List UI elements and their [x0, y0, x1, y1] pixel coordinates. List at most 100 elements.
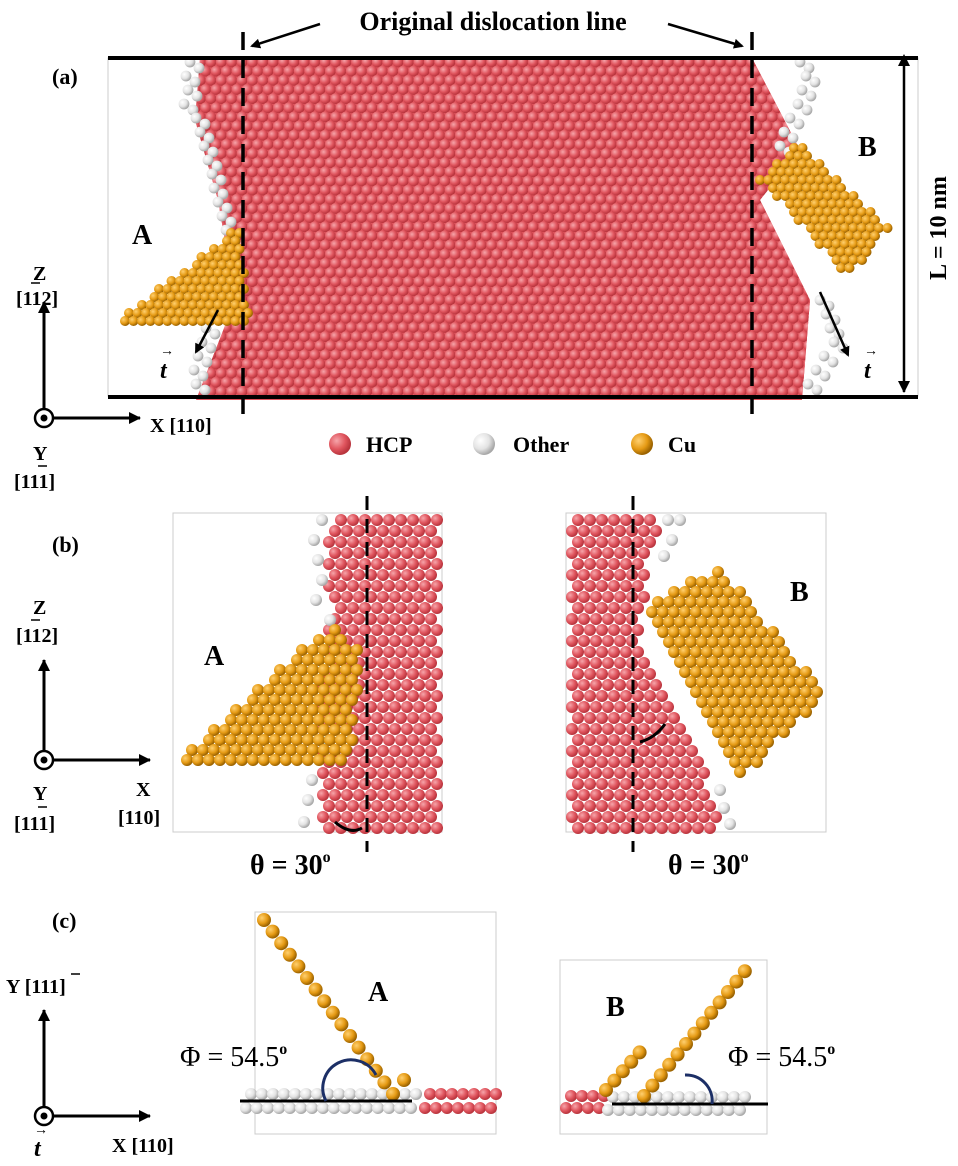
hcp-atom — [475, 93, 487, 105]
hcp-atom — [602, 525, 614, 537]
hcp-atom — [600, 367, 612, 379]
hcp-atom — [527, 74, 539, 86]
hcp-atom — [756, 312, 768, 324]
hcp-atom — [595, 358, 607, 370]
other-atom — [328, 1102, 340, 1114]
hcp-atom — [356, 340, 367, 352]
hcp-atom — [533, 84, 544, 95]
hcp-atom — [746, 221, 757, 233]
cu-atom — [335, 754, 347, 766]
hcp-atom — [569, 257, 581, 269]
hcp-atom — [657, 120, 669, 132]
hcp-atom — [533, 157, 544, 169]
hcp-atom — [335, 536, 347, 548]
hcp-atom — [564, 358, 575, 370]
hcp-atom — [621, 93, 633, 105]
hcp-atom — [751, 376, 763, 388]
hcp-atom — [330, 367, 341, 379]
cu-atom — [324, 674, 336, 686]
cu-atom — [154, 300, 164, 310]
hcp-atom — [548, 221, 560, 233]
hcp-atom — [767, 312, 778, 324]
hcp-atom — [434, 386, 445, 397]
hcp-atom — [543, 157, 555, 169]
cu-atom — [823, 239, 833, 249]
cu-atom — [335, 734, 347, 746]
hcp-atom — [382, 276, 393, 288]
hcp-atom — [527, 221, 539, 233]
hcp-atom — [590, 294, 601, 306]
hcp-atom — [730, 267, 742, 278]
hcp-atom — [353, 767, 365, 779]
hcp-atom — [777, 331, 789, 342]
hcp-atom — [814, 66, 825, 77]
hcp-atom — [434, 276, 445, 288]
other-atom — [800, 70, 812, 82]
hcp-atom — [361, 386, 373, 397]
hcp-atom — [656, 690, 668, 702]
hcp-atom — [595, 212, 607, 223]
theta-a-label: θ = 30o — [250, 849, 331, 881]
cu-atom — [793, 167, 804, 177]
cu-atom — [773, 716, 785, 728]
hcp-atom — [756, 239, 768, 251]
hcp-atom — [278, 294, 289, 306]
hcp-atom — [304, 212, 315, 223]
hcp-atom — [389, 789, 401, 801]
hcp-atom — [288, 148, 300, 159]
hcp-atom — [257, 203, 269, 214]
hcp-atom — [351, 276, 362, 288]
hcp-atom — [366, 358, 378, 370]
cu-atom — [882, 223, 893, 233]
hcp-atom — [585, 157, 596, 169]
hcp-atom — [413, 74, 425, 86]
other-atom — [267, 1088, 279, 1100]
hcp-atom — [587, 1090, 599, 1102]
hcp-atom — [371, 221, 383, 233]
hcp-atom — [782, 267, 794, 278]
hcp-atom — [657, 193, 669, 205]
cu-atom — [128, 316, 139, 326]
cu-atom — [302, 714, 314, 726]
hcp-atom — [650, 811, 662, 823]
hcp-atom — [501, 65, 513, 77]
hcp-atom — [465, 221, 477, 233]
hcp-atom — [527, 129, 539, 141]
hcp-atom — [413, 723, 425, 735]
hcp-atom — [371, 386, 383, 397]
hcp-atom — [288, 294, 300, 306]
cu-atom — [690, 686, 702, 698]
cu-atom — [763, 175, 774, 185]
hcp-atom — [273, 248, 284, 260]
hcp-atom — [340, 257, 352, 269]
hcp-atom — [341, 569, 353, 581]
hcp-atom — [637, 120, 648, 132]
hcp-atom — [574, 303, 586, 315]
hcp-atom — [602, 723, 614, 735]
hcp-atom — [195, 193, 201, 205]
hcp-atom — [626, 157, 638, 169]
hcp-atom — [637, 84, 648, 95]
hcp-atom — [325, 157, 336, 169]
other-atom — [180, 70, 192, 82]
hcp-atom — [814, 322, 825, 333]
other-atom — [306, 774, 318, 786]
cu-atom — [836, 215, 846, 225]
panel-b-b-label: B — [790, 577, 809, 608]
hcp-atom — [560, 1102, 572, 1114]
hcp-atom — [632, 668, 644, 680]
hcp-atom — [293, 102, 305, 114]
hcp-atom — [566, 547, 578, 559]
cu-atom — [343, 1029, 357, 1043]
hcp-atom — [699, 102, 711, 114]
hcp-atom — [340, 93, 352, 105]
hcp-atom — [434, 331, 445, 342]
cu-atom — [329, 644, 341, 656]
cu-atom — [346, 714, 358, 726]
other-atom — [824, 322, 836, 334]
panel-c-a-angle-arc — [321, 1058, 378, 1102]
cu-atom — [690, 606, 702, 618]
hcp-atom — [397, 102, 409, 114]
hcp-atom — [772, 340, 783, 352]
hcp-atom — [614, 701, 626, 713]
